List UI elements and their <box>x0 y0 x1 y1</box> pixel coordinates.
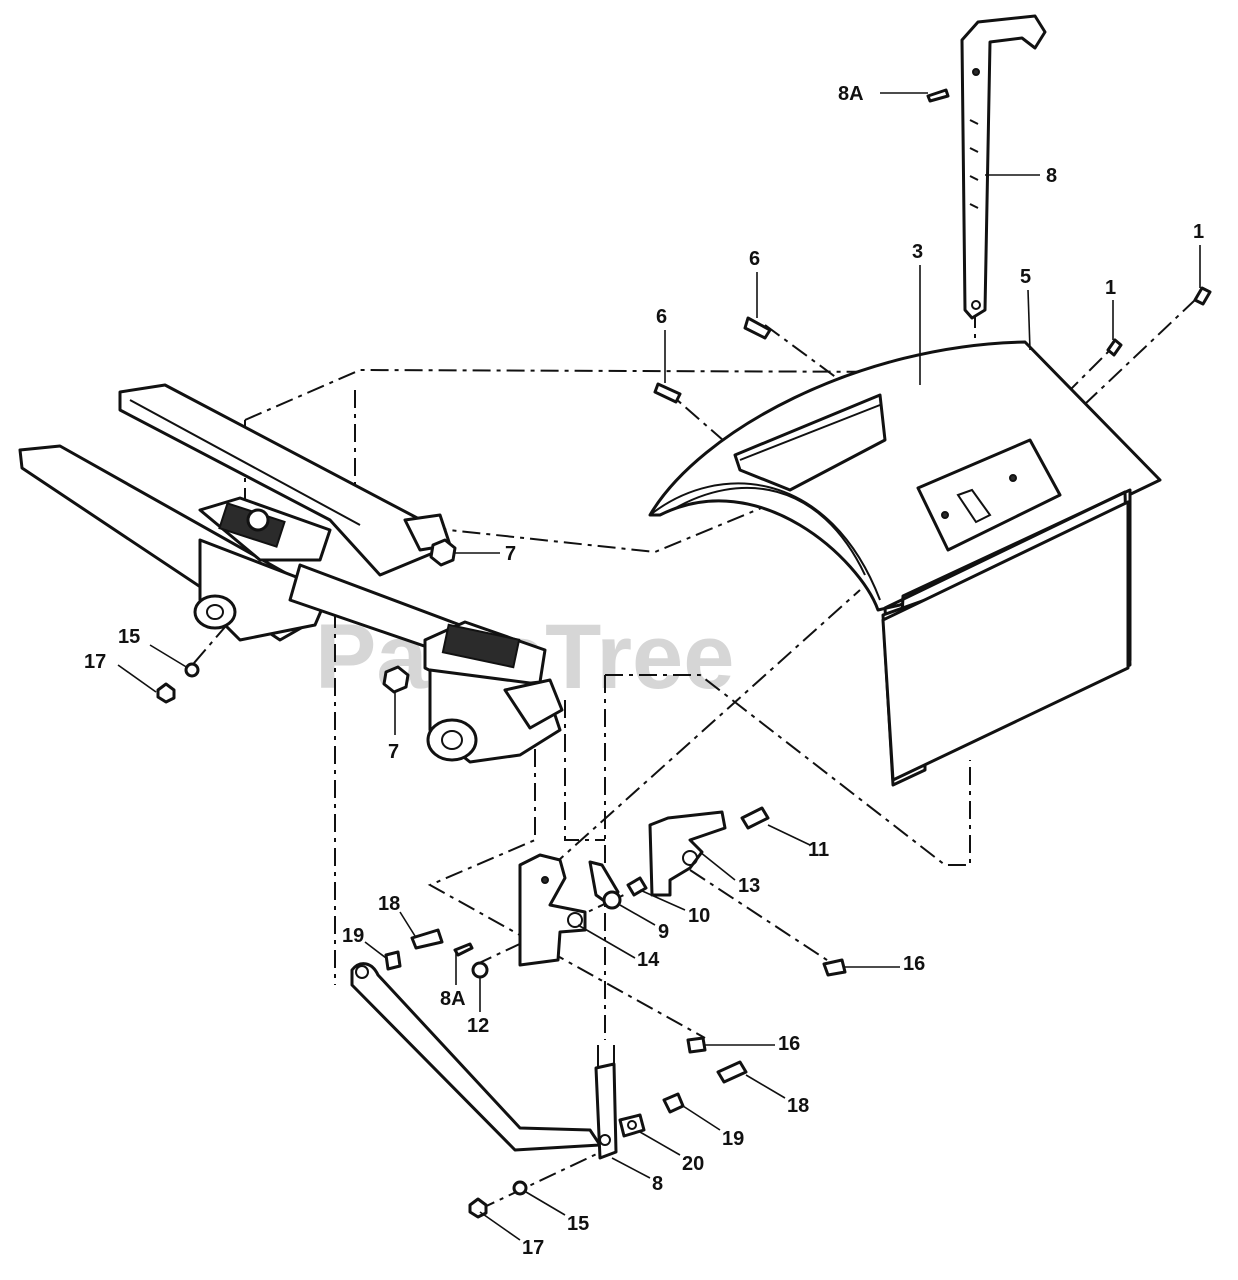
callout-14: 14 <box>637 949 660 971</box>
callout-16: 16 <box>778 1033 800 1055</box>
callout-18: 18 <box>787 1095 809 1117</box>
transmission-housing <box>193 496 502 674</box>
callout-20: 20 <box>682 1153 704 1175</box>
tine-shield-fender <box>648 340 1162 787</box>
fasteners <box>156 286 1212 1219</box>
callout-3: 3 <box>912 241 923 263</box>
depth-lever-lower <box>350 962 646 1160</box>
callout-17: 17 <box>84 651 106 673</box>
callout-6: 6 <box>749 248 760 270</box>
callout-1: 1 <box>1105 277 1116 299</box>
callout-5: 5 <box>1020 266 1031 288</box>
callout-8a: 8A <box>838 83 864 105</box>
callout-8a: 8A <box>440 988 466 1010</box>
callout-9: 9 <box>658 921 669 943</box>
depth-bracket-assembly <box>518 810 727 967</box>
callout-8: 8 <box>652 1173 663 1195</box>
leader-lines <box>117 92 1201 1241</box>
callout-13: 13 <box>738 875 760 897</box>
callout-17: 17 <box>522 1237 544 1259</box>
callout-6: 6 <box>656 306 667 328</box>
depth-bar-upper <box>926 14 1047 320</box>
callout-1: 1 <box>1193 221 1204 243</box>
callout-15: 15 <box>118 626 140 648</box>
callout-10: 10 <box>688 905 710 927</box>
callout-19: 19 <box>722 1128 744 1150</box>
callout-8: 8 <box>1046 165 1057 187</box>
callout-16: 16 <box>903 953 925 975</box>
callout-labels: 8A 8 1 1 5 3 6 6 7 7 15 17 11 13 10 9 16… <box>84 83 1204 1259</box>
callout-7: 7 <box>388 741 399 763</box>
callout-18: 18 <box>378 893 400 915</box>
callout-19: 19 <box>342 925 364 947</box>
callout-11: 11 <box>808 839 829 861</box>
callout-12: 12 <box>467 1015 489 1037</box>
callout-7: 7 <box>505 543 516 565</box>
callout-15: 15 <box>567 1213 589 1235</box>
gearbox-housing <box>423 620 564 764</box>
